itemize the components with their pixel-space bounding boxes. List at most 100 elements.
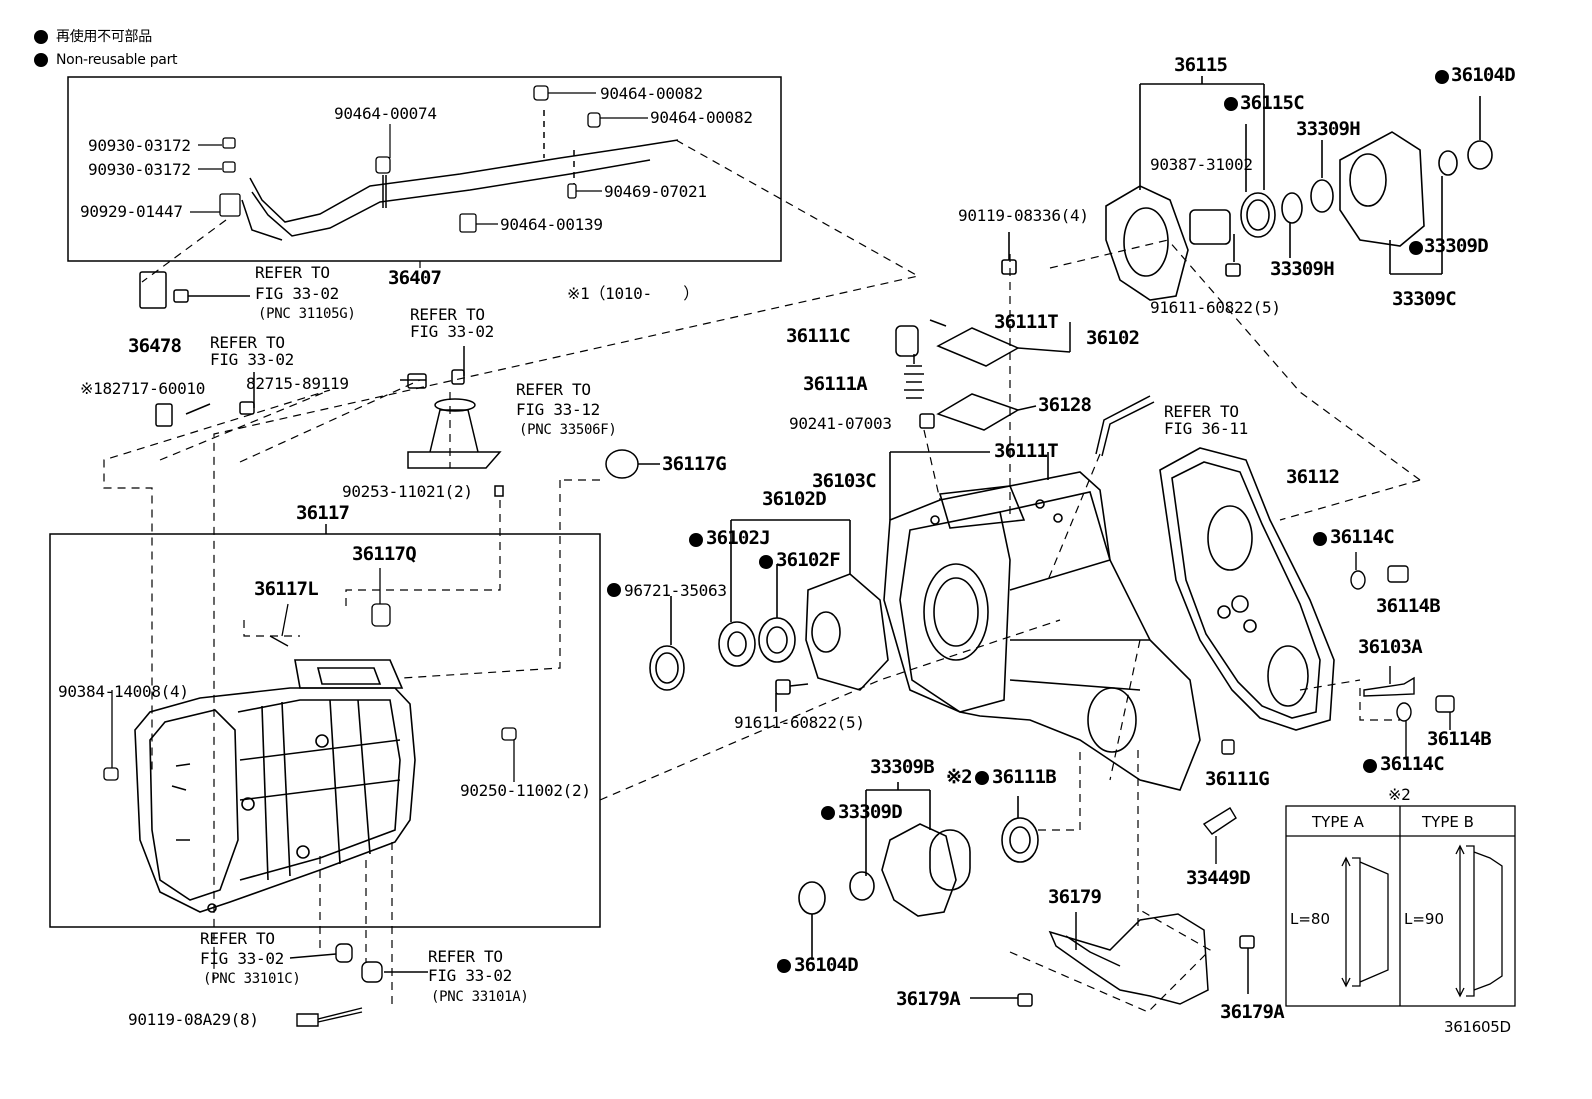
extension-housing-icon [134, 659, 416, 913]
type-table [1285, 805, 1516, 1007]
part-label: 33309H [1270, 258, 1335, 280]
legend-jp: 再使用不可部品 [56, 29, 152, 45]
refer-label: REFER TO [410, 305, 485, 324]
part-label: 36111G [1205, 768, 1270, 790]
transfer-case-front-icon [883, 451, 1201, 791]
part-label: 90464-00074 [334, 104, 437, 123]
part-label: 36117G [662, 453, 727, 475]
part-label: 90119-08A29(8) [128, 1010, 259, 1029]
part-label: 91611-60822(5) [734, 713, 865, 732]
part-label: 90464-00082 [650, 108, 753, 127]
non-reusable-bullet-icon [34, 30, 48, 44]
part-label: 90384-14008(4) [58, 682, 189, 701]
part-label: 90250-11002(2) [460, 781, 591, 800]
refer-label: FIG 33-02 [255, 284, 339, 303]
refer-label: (PNC 31105G) [258, 306, 356, 322]
shift-retainer-icon [139, 271, 504, 497]
transfer-case-rear-icon [1159, 447, 1335, 731]
part-label: 36407 [388, 267, 442, 289]
part-label: 90469-07021 [604, 182, 707, 201]
table-mark: ※2 [1388, 785, 1411, 804]
part-label: 36117 [296, 502, 350, 524]
part-label: 36111A [803, 373, 868, 395]
part-label: 90930-03172 [88, 136, 191, 155]
part-label: ※2 [946, 766, 973, 788]
refer-label: REFER TO [1164, 402, 1239, 421]
refer-label: REFER TO [255, 263, 330, 282]
non-reusable-bullet-icon [34, 53, 48, 67]
refer-label: FIG 33-02 [210, 350, 294, 369]
refer-label: (PNC 33101A) [431, 989, 529, 1005]
part-label: 33309B [870, 756, 935, 778]
part-label: 33309C [1392, 288, 1457, 310]
part-label: 36179 [1048, 886, 1102, 908]
type-b-header: TYPE B [1422, 813, 1474, 831]
part-label: 36111C [786, 325, 851, 347]
part-label: 36102D [762, 488, 827, 510]
part-label: 90464-00082 [600, 84, 703, 103]
cover-plate-icon [895, 319, 1071, 431]
part-label: 36102 [1086, 327, 1140, 349]
part-label: 91611-60822(5) [1150, 298, 1281, 317]
part-label: 36111T [994, 440, 1059, 462]
companion-flange-icon [798, 782, 1039, 960]
part-label: 36114C [1380, 753, 1445, 775]
part-label: 36117L [254, 578, 319, 600]
part-label: 33309D [1424, 235, 1489, 257]
breather-tube-icon [1095, 395, 1155, 457]
assembly-guide-lines [103, 139, 1421, 1013]
breather-hose-icon [241, 110, 679, 241]
part-label: 36114B [1376, 595, 1441, 617]
plug-36117g-icon [605, 449, 660, 479]
refer-label: (PNC 33101C) [203, 971, 301, 987]
refer-label: REFER TO [210, 333, 285, 352]
type-a-header: TYPE A [1312, 813, 1364, 831]
part-label: 36115C [1240, 92, 1305, 114]
rear-extension-icon [1001, 76, 1493, 301]
part-label: 90387-31002 [1150, 155, 1253, 174]
diagram-code: 361605D [1444, 1018, 1511, 1036]
refer-label: FIG 33-02 [428, 966, 512, 985]
small-part-icon [1202, 552, 1455, 864]
part-label: 90253-11021(2) [342, 482, 473, 501]
refer-label: REFER TO [516, 380, 591, 399]
part-label: 36117Q [352, 543, 417, 565]
part-label: 90929-01447 [80, 202, 183, 221]
type-a-length: L=80 [1290, 910, 1331, 928]
part-label: 36103C [812, 470, 877, 492]
part-label: 36103A [1358, 636, 1423, 658]
refer-label: (PNC 33506F) [519, 422, 617, 438]
refer-label: REFER TO [200, 929, 275, 948]
part-label: 90119-08336(4) [958, 206, 1089, 225]
part-label: 36114C [1330, 526, 1395, 548]
part-label: 36179A [896, 988, 961, 1010]
refer-label: FIG 33-02 [200, 949, 284, 968]
part-label: 36102J [706, 527, 771, 549]
part-label: 33309H [1296, 118, 1361, 140]
refer-label: FIG 33-02 [410, 322, 494, 341]
part-label: 36104D [794, 954, 859, 976]
part-label: 36111T [994, 311, 1059, 333]
refer-label: REFER TO [428, 947, 503, 966]
skid-plate-icon [970, 912, 1255, 1007]
legend-en: Non-reusable part [56, 52, 178, 68]
note-label: ※1（1010- ） [567, 284, 699, 303]
part-label: 90930-03172 [88, 160, 191, 179]
part-label: 33449D [1186, 867, 1251, 889]
part-label: 36111B [992, 766, 1057, 788]
part-label: 36179A [1220, 1001, 1285, 1023]
refer-label: FIG 33-12 [516, 400, 600, 419]
plug-icon [289, 943, 428, 1027]
part-label: 36128 [1038, 394, 1092, 416]
part-label: 90241-07003 [789, 414, 892, 433]
part-label: 33309D [838, 801, 903, 823]
oil-seal-icon [649, 519, 889, 712]
refer-label: FIG 36-11 [1164, 419, 1248, 438]
part-label: 90464-00139 [500, 215, 603, 234]
part-label: 36104D [1451, 64, 1516, 86]
breather-hose-box [67, 76, 782, 262]
small-part-icon [103, 568, 517, 782]
part-label: 96721-35063 [624, 581, 727, 600]
